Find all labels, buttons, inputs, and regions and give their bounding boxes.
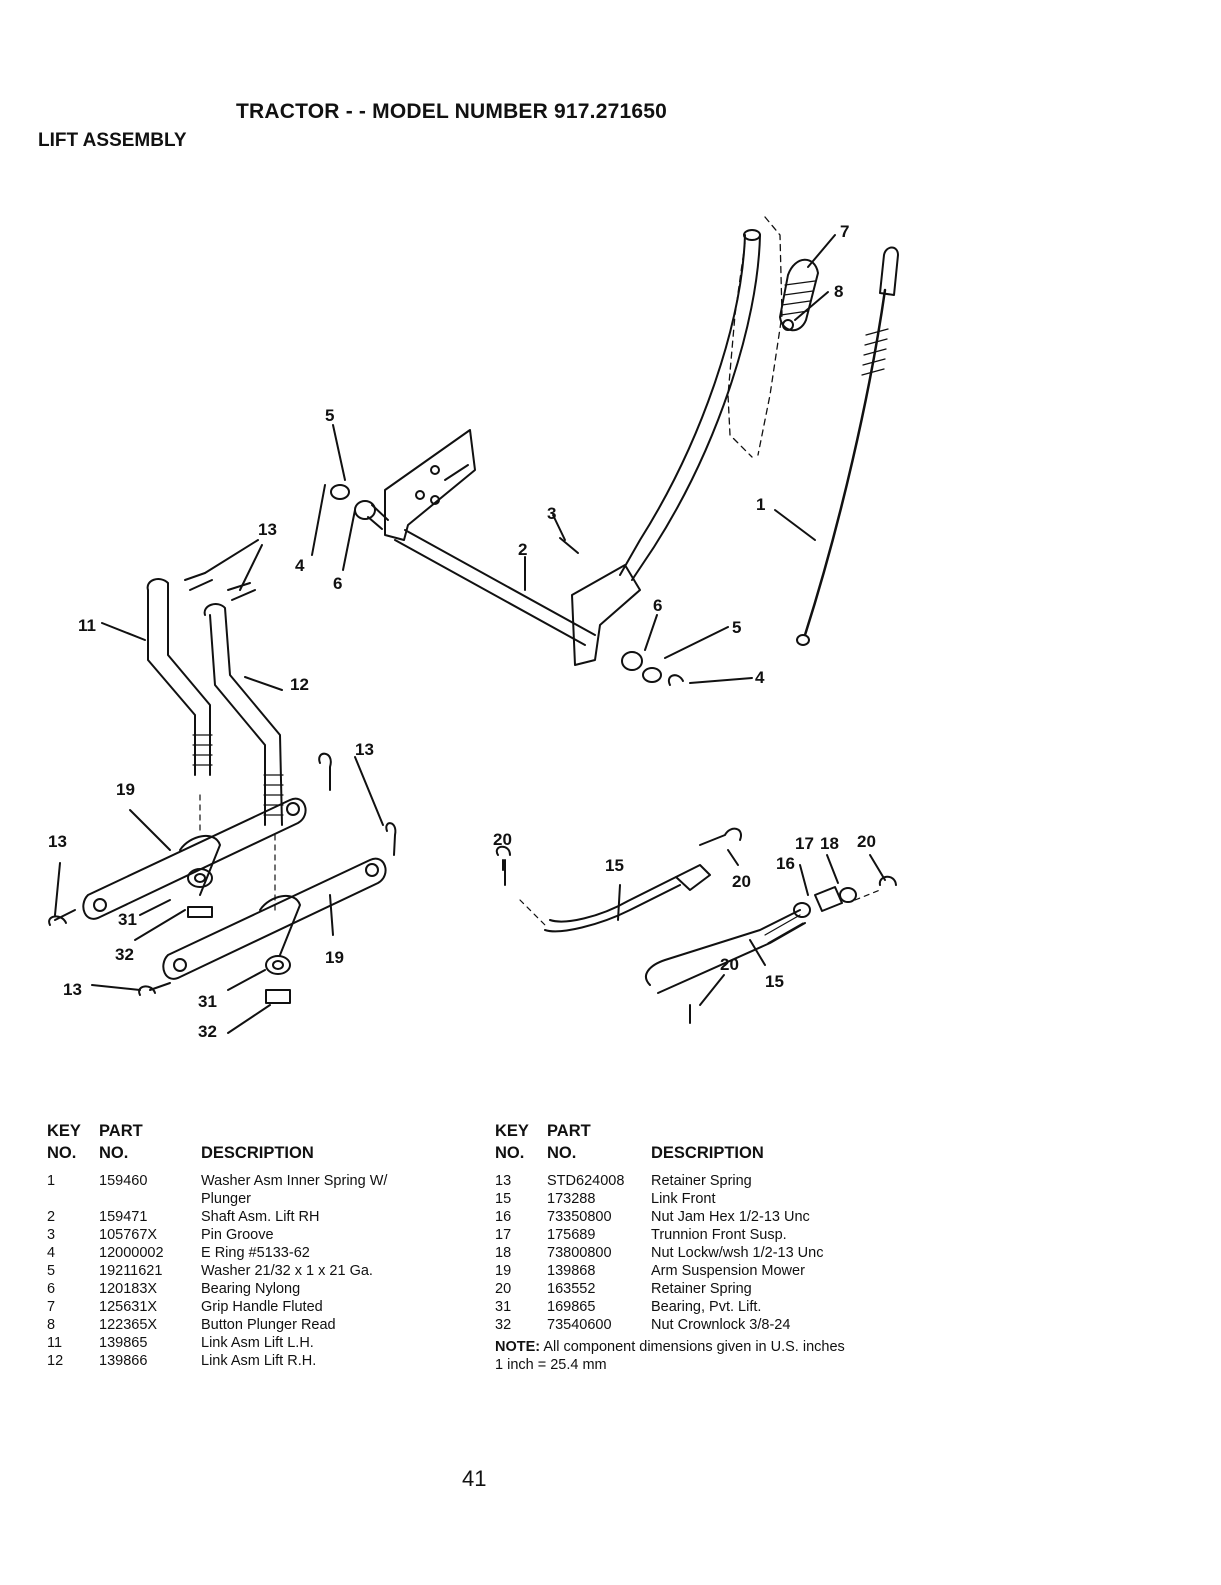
callout-15b: 15: [765, 972, 784, 991]
callout-5a: 5: [325, 406, 334, 425]
note-text: All component dimensions given in U.S. i…: [540, 1339, 845, 1355]
page-number: 41: [462, 1466, 487, 1491]
header-part: PART: [547, 1122, 591, 1140]
lift-handle: [619, 234, 761, 581]
callout-7: 7: [840, 222, 849, 241]
plunger-knob: [879, 246, 899, 296]
header-description: DESCRIPTION: [651, 1144, 764, 1162]
callout-20d: 20: [720, 955, 739, 974]
header-description: DESCRIPTION: [201, 1144, 314, 1162]
note-conversion: 1 inch = 25.4 mm: [495, 1357, 607, 1373]
callout-19a: 19: [116, 780, 135, 799]
button-plunger: [782, 319, 794, 331]
callout-13b: 13: [355, 740, 374, 759]
callout-32a: 32: [115, 945, 134, 964]
header-key: KEY: [47, 1122, 81, 1140]
callout-4a: 4: [295, 556, 305, 575]
callout-1: 1: [756, 495, 765, 514]
pin-groove: [559, 537, 579, 554]
link-rh: [203, 603, 283, 826]
callout-16: 16: [776, 854, 795, 873]
link-front-upper: [544, 876, 681, 933]
link-front-lower: [645, 909, 806, 994]
callout-12: 12: [290, 675, 309, 694]
suspension-arm-upper: [82, 797, 307, 920]
callout-20a: 20: [493, 830, 512, 849]
header-key-no: NO.: [47, 1144, 77, 1162]
callout-20c: 20: [857, 832, 876, 851]
callout-15a: 15: [605, 856, 624, 875]
callout-20b: 20: [732, 872, 751, 891]
parts-table-header: KEY NO. PART NO. DESCRIPTION: [47, 1122, 467, 1172]
link-lh: [146, 578, 211, 776]
callout-8: 8: [834, 282, 843, 301]
callout-11: 11: [78, 616, 96, 635]
callout-6a: 6: [333, 574, 342, 593]
header-part: PART: [99, 1122, 143, 1140]
callout-31a: 31: [118, 910, 137, 929]
callout-32b: 32: [198, 1022, 217, 1041]
lift-assembly-diagram: 5 13 4 6 11 12 3 2 6 5 4 7 8 1 13 19 13 …: [48, 216, 899, 1041]
callout-2: 2: [518, 540, 527, 559]
callout-13c: 13: [48, 832, 67, 851]
header-part-no: NO.: [99, 1144, 129, 1162]
header-part-no: NO.: [547, 1144, 577, 1162]
callout-18: 18: [820, 834, 839, 853]
handle-top-cap: [743, 229, 761, 241]
callout-13a: 13: [258, 520, 277, 539]
note-label: NOTE:: [495, 1339, 541, 1355]
page-title: TRACTOR - - MODEL NUMBER 917.271650: [236, 100, 667, 123]
callout-5b: 5: [732, 618, 741, 637]
dimension-note: NOTE: All component dimensions given in …: [495, 1338, 915, 1374]
header-key-no: NO.: [495, 1144, 525, 1162]
plunger-rod: [803, 288, 887, 637]
header-key: KEY: [495, 1122, 529, 1140]
lift-shaft: [394, 529, 596, 646]
callout-31b: 31: [198, 992, 217, 1011]
callout-3: 3: [547, 504, 556, 523]
callout-13d: 13: [63, 980, 82, 999]
mounting-plate: [384, 429, 476, 541]
callout-4b: 4: [755, 668, 765, 687]
callout-6b: 6: [653, 596, 662, 615]
suspension-arm-lower: [162, 857, 387, 980]
section-title: LIFT ASSEMBLY: [38, 130, 187, 151]
callout-17: 17: [795, 834, 814, 853]
parts-table-header: KEY NO. PART NO. DESCRIPTION: [495, 1122, 915, 1172]
diagram-callouts: 5 13 4 6 11 12 3 2 6 5 4 7 8 1 13 19 13 …: [48, 222, 876, 1041]
lever-bracket: [571, 564, 641, 666]
callout-19b: 19: [325, 948, 344, 967]
